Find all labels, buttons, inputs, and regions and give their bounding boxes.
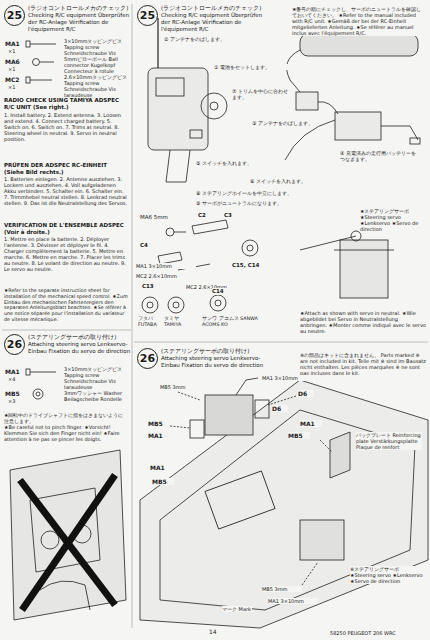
step-heading: (ラジオコントロールメカのチェック) Checking R/C equipmen… (161, 5, 271, 33)
part-label: ⑧ ステアリングホイールを中立にします。 (196, 190, 296, 196)
part-label: ※ステアリングサーボ ★Steering servo ★Lenkservo ★S… (350, 566, 426, 584)
part-label: MC2 (5, 76, 25, 83)
part-label: ⑤ スイッチを入れます。 (196, 160, 266, 166)
part-label: ×4 (8, 376, 22, 382)
part-label: ⑦ トリムを中心に合わせます。 (232, 88, 292, 100)
part-label: MA1 (5, 368, 25, 375)
part-label: MB5 (288, 432, 310, 439)
part-label: MA1 (5, 40, 25, 47)
part-label: 3mmワッシャー Washer Beilagscheibe Rondelle (64, 390, 128, 402)
battery-pack (287, 34, 418, 92)
part-label: タミヤ TAMIYA (164, 316, 192, 328)
screw-icon (26, 41, 56, 47)
part-label: ×1 (8, 84, 22, 90)
part-label: ★Be careful not to pinch finger. ★Vorsic… (4, 424, 128, 442)
leader-lines (170, 392, 332, 588)
part-label: ⑨ サーボがニュートラルになります。 (196, 200, 296, 206)
step-heading: (ステアリングサーボの取り付け) Attaching steering serv… (28, 334, 132, 355)
part-label: MA6 (5, 58, 25, 65)
part-label: ★Refer to the separate instruction sheet… (4, 288, 128, 323)
part-label: 3×10mmタッピングビス Tapping screw Schneidschra… (64, 366, 128, 390)
part-label: 58250 PEUGEOT 206 WRC (330, 630, 426, 636)
part-label: ★Attach as shown with servo in neutral. … (300, 310, 426, 334)
part-label: MB5 3mm (160, 384, 200, 390)
reinforcing-plate (330, 432, 350, 478)
transmitter (148, 18, 227, 182)
washer-icon (33, 389, 43, 399)
screw-icon (26, 77, 52, 83)
part-label: RADIO CHECK USING TAMIYA ADSPEC R/C UNIT… (4, 97, 128, 110)
step-header: 26(ステアリングサーボの取り付け) Attaching steering se… (4, 334, 134, 357)
step-number: 26 (4, 334, 25, 355)
part-label: ③ アンテナをのばします。 (252, 120, 314, 126)
step-heading: (ラジオコントロールメカのチェック) Checking R/C equipmen… (28, 5, 132, 33)
part-label: C14 (212, 288, 232, 295)
part-label: 1. Mettre en place la batterie. 2. Déplo… (4, 236, 128, 272)
part-label: 1. Install battery. 2. Extend antenna. 3… (4, 112, 128, 142)
part-label: ×1 (8, 66, 22, 72)
part-label: C13 (142, 283, 162, 290)
part-label: D6 (272, 405, 288, 412)
part-label: ★番号の順にチェックし、サーボのニュートラルを確認しておいてください。 ★Ref… (292, 6, 426, 36)
part-label: MB5 3mm (262, 586, 302, 592)
part-label: C3 (224, 212, 240, 219)
part-label: MB5 (5, 390, 25, 397)
screw-icon (26, 369, 56, 375)
part-label: 5mmピローボール Ball connector Kugelkopf Conne… (64, 56, 128, 74)
part-label: ② アンテナをのばします。 (164, 36, 244, 42)
part-label: MA1 (150, 464, 172, 471)
part-label: ※の部品はキットに含まれません。 Parts marked ※ are not … (300, 352, 426, 376)
servo-on-chassis (300, 520, 344, 560)
part-label: ① 電池をセットします。 (214, 64, 294, 70)
part-label: MB5 (148, 420, 170, 427)
finger-warning-picture (10, 450, 126, 620)
part-label: MA6 5mm (140, 214, 180, 221)
part-label: サンワ アコムス SANWA ACOMS KO (202, 316, 258, 328)
part-label: C2 (198, 212, 214, 219)
step-number: 25 (137, 5, 158, 26)
part-label: C4 (140, 242, 156, 249)
step-heading: (ステアリングサーボの取り付け) Attaching steering serv… (161, 348, 271, 369)
step-number: 25 (4, 5, 25, 26)
speed-controller (296, 92, 318, 110)
part-label: バックプレート Reinforcing plate Verstärkungspl… (356, 432, 422, 450)
part-label: MC2 2.6×10mm (136, 273, 196, 279)
step-header: 25(ラジオコントロールメカのチェック) Checking R/C equipm… (4, 5, 134, 35)
part-label: フタバ FUTABA (138, 316, 166, 328)
part-label: MA1 3×10mm (262, 375, 312, 381)
servo-mount (190, 378, 269, 438)
step-header: 26(ステアリングサーボの取り付け) Attaching steering se… (137, 348, 273, 371)
chassis (140, 380, 428, 628)
part-label: C15, C14 (232, 262, 272, 269)
ball-icon (33, 59, 55, 66)
part-label: MB5 (152, 478, 174, 485)
part-label: MA1 (148, 432, 170, 439)
step-number: 26 (137, 348, 158, 369)
part-label: 14 (209, 628, 223, 635)
part-label: PRÜFEN DER ADSPEC RC-EINHEIT (Siehe Bild… (4, 162, 128, 175)
part-label: 1. Batterien einlegen. 2. Antenne auszie… (4, 176, 128, 206)
part-label: 2.6×10mmタッピングビス Tapping screw Schneidsch… (64, 74, 128, 98)
part-label: マーク Mark (222, 606, 252, 612)
part-label: MA1 (300, 420, 322, 427)
part-label: ★ステアリングサーボ ★Steering servo ★Lenkservo ★S… (360, 208, 426, 232)
part-label: MA1 3×10mm (136, 263, 196, 269)
step-header: 25(ラジオコントロールメカのチェック) Checking R/C equipm… (137, 5, 273, 35)
part-label: MA1 3×10mm (268, 598, 318, 604)
part-label: ⑥ スイッチを入れます。 (250, 178, 320, 184)
part-label: ×3 (8, 398, 22, 404)
part-label: ★回転中のドライブシャフトに指をはさまないように注意します。 (4, 412, 128, 424)
part-label: ×1 (8, 48, 22, 54)
part-label: VERIFICATION DE L'ENSEMBLE ADSPEC (Voir … (4, 222, 128, 235)
part-label: D6 (298, 390, 314, 397)
part-label: ④ 充電済みの走行用バッテリーをつなぎます。 (340, 150, 420, 162)
steering-servo (300, 231, 394, 298)
